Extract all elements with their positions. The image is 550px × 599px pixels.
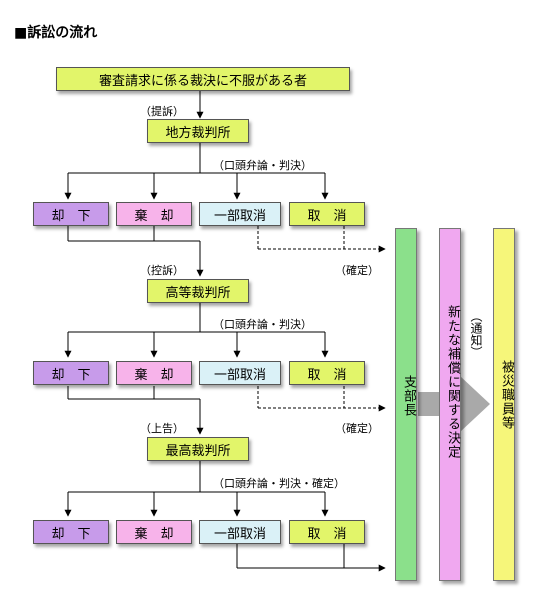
outcome-label: 却 下 (51, 367, 91, 383)
supreme-court-label: 最高裁判所 (165, 443, 231, 459)
branch-chief-label: 支部長 (401, 375, 416, 417)
high-court-box: 高等裁判所 (147, 279, 249, 303)
outcome-label: 却 下 (51, 526, 91, 542)
appeal-label-3: （上告） (140, 422, 184, 435)
outcome-label: 取 消 (307, 526, 347, 542)
outcome-revocation-1: 取 消 (289, 202, 365, 226)
outcome-partial-revocation-2: 一部取消 (199, 361, 281, 385)
outcome-label: 一部取消 (213, 208, 266, 224)
affected-staff-label: 被災職員等 (499, 360, 514, 430)
appellant-box: 審査請求に係る裁決に不服がある者 (56, 67, 350, 91)
outcome-label: 取 消 (307, 208, 347, 224)
hearing-label-3: （口頭弁論・判決・確定） (213, 477, 345, 490)
outcome-dismissal-1: 却 下 (33, 202, 109, 226)
appellant-label: 審査請求に係る裁決に不服がある者 (98, 73, 307, 89)
outcome-partial-revocation-3: 一部取消 (199, 520, 281, 544)
outcome-label: 取 消 (307, 367, 347, 383)
high-court-label: 高等裁判所 (165, 285, 231, 301)
branch-chief-bar (395, 228, 417, 581)
appeal-label-2: （控訴） (140, 264, 184, 277)
district-court-box: 地方裁判所 (147, 119, 249, 143)
outcome-partial-revocation-1: 一部取消 (199, 202, 281, 226)
new-compensation-decision-bar (439, 228, 461, 581)
outcome-dismissal-3: 却 下 (33, 520, 109, 544)
outcome-label: 棄 却 (134, 208, 174, 224)
outcome-rejection-3: 棄 却 (116, 520, 192, 544)
district-court-label: 地方裁判所 (165, 125, 231, 141)
outcome-rejection-1: 棄 却 (116, 202, 192, 226)
page-title: ■訴訟の流れ (14, 25, 98, 41)
supreme-court-box: 最高裁判所 (147, 437, 249, 461)
outcome-rejection-2: 棄 却 (116, 361, 192, 385)
appeal-label-1: （提訴） (140, 105, 184, 118)
affected-staff-bar (493, 228, 515, 581)
outcome-label: 棄 却 (134, 367, 174, 383)
outcome-label: 一部取消 (213, 367, 266, 383)
outcome-dismissal-2: 却 下 (33, 361, 109, 385)
outcome-revocation-2: 取 消 (289, 361, 365, 385)
hearing-label-2: （口頭弁論・判決） (213, 318, 312, 331)
outcome-label: 一部取消 (213, 526, 266, 542)
hearing-label-1: （口頭弁論・判決） (213, 159, 312, 172)
confirm-label-1: （確定） (335, 264, 379, 277)
new-compensation-decision-label: 新たな補償に関する決定 (445, 305, 460, 459)
outcome-label: 却 下 (51, 208, 91, 224)
outcome-label: 棄 却 (134, 526, 174, 542)
outcome-revocation-3: 取 消 (289, 520, 365, 544)
confirm-label-2: （確定） (335, 422, 379, 435)
notice-label: （通知） (469, 310, 483, 358)
